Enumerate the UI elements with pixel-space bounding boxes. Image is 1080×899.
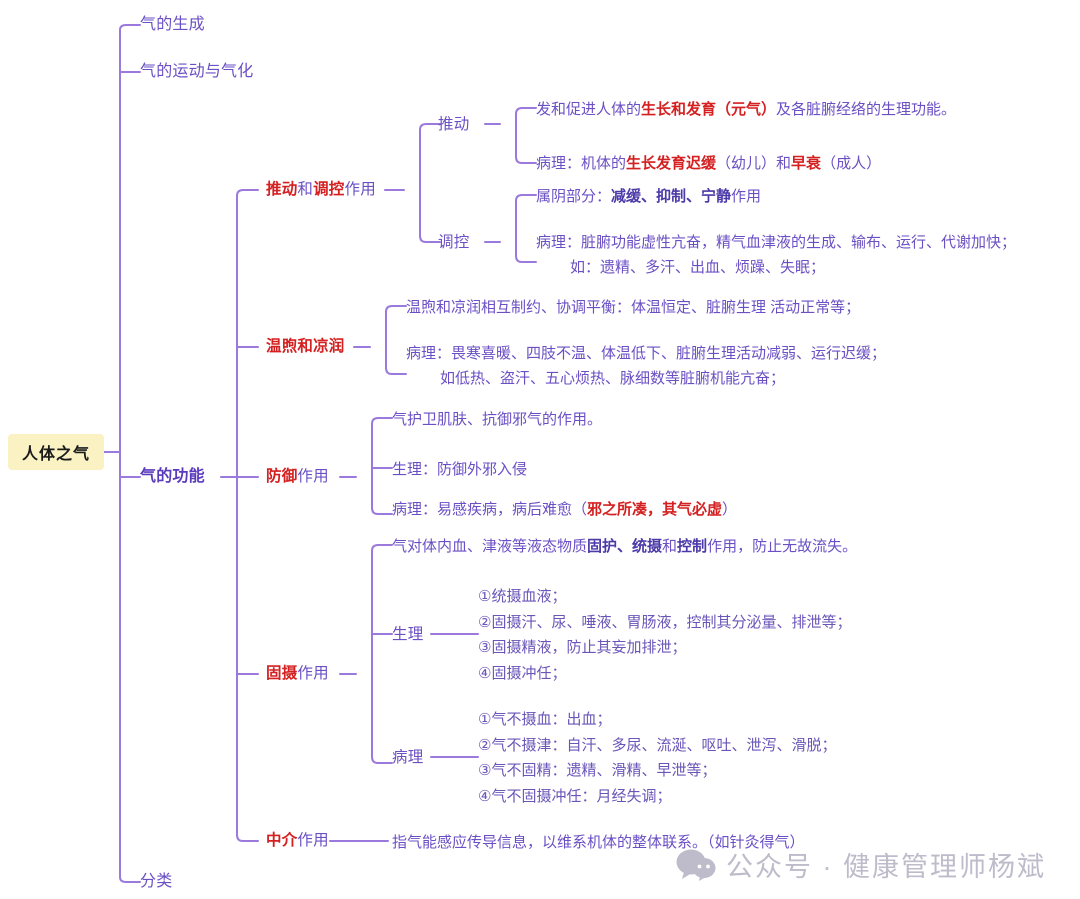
text-run: 气对体内血、津液等液态物质	[392, 538, 588, 555]
label-part-plain: 作用	[297, 468, 329, 485]
leaf-tiaokong-bingli[interactable]: 病理：脏腑功能虚性亢奋，精气血津液的生成、输布、运行、代谢加快； 如：遗精、多汗…	[536, 230, 1016, 280]
text-run-red: 生长发育迟缓	[626, 155, 717, 172]
node-qi-yundong-qihua[interactable]: 气的运动与气化	[140, 61, 253, 84]
label-part-red: 温煦和凉润	[266, 338, 345, 355]
leaf-line: 病理：脏腑功能虚性亢奋，精气血津液的生成、输布、运行、代谢加快；	[536, 230, 1016, 255]
text-run: （成人）	[821, 155, 882, 172]
list-item: ①统摄血液；	[478, 588, 567, 605]
node-qi-shengcheng[interactable]: 气的生成	[140, 14, 205, 37]
node-label: 气的运动与气化	[140, 63, 254, 80]
node-fenlei[interactable]: 分类	[140, 871, 172, 894]
label-part-plain: 作用	[344, 181, 376, 198]
text-run: 和	[662, 538, 678, 555]
node-gushe-shengli[interactable]: 生理	[392, 624, 423, 646]
leaf-line: 气护卫肌肤、抗御邪气的作用。	[392, 407, 602, 432]
node-tiaokong[interactable]: 调控	[438, 232, 469, 254]
text-run: 生理：防御外邪入侵	[392, 461, 528, 478]
text-run: 属阴部分：	[536, 188, 612, 205]
node-label: 调控	[438, 234, 470, 251]
text-run: 温煦和凉润相互制约、协调平衡：体温恒定、脏腑生理 活动正常等；	[406, 299, 861, 316]
node-tuidong[interactable]: 推动	[438, 114, 469, 136]
list-gushe-shengli[interactable]: ①统摄血液； ②固摄汗、尿、唾液、胃肠液，控制其分泌量、排泄等； ③固摄精液，防…	[478, 584, 851, 686]
text-run: 及各脏腑经络的生理功能。	[776, 101, 957, 118]
label-part-red: 推动	[266, 181, 298, 198]
node-gushe-bingli[interactable]: 病理	[392, 747, 423, 769]
leaf-line: 属阴部分：减缓、抑制、宁静作用	[536, 184, 761, 209]
list-gushe-bingli[interactable]: ①气不摄血：出血； ②气不摄津：自汗、多尿、流涎、呕吐、泄泻、滑脱； ③气不固精…	[478, 707, 836, 809]
text-run: 作用	[731, 188, 762, 205]
leaf-fangyu-shengli[interactable]: 生理：防御外邪入侵	[392, 457, 527, 482]
list-item: ④固摄冲任；	[478, 664, 567, 682]
leaf-line: 指气能感应传导信息，以维系机体的整体联系。（如针灸得气）	[392, 830, 805, 855]
node-label: 分类	[140, 873, 173, 890]
list-item: ①气不摄血：出血；	[478, 711, 612, 728]
node-wenxu-liangrun[interactable]: 温煦和凉润	[266, 336, 345, 358]
leaf-fangyu-bingli[interactable]: 病理：易感疾病，病后难愈（邪之所凑，其气必虚）	[392, 497, 737, 522]
node-label: 病理	[392, 749, 424, 766]
text-run: 病理：畏寒喜暖、四肢不温、体温低下、脏腑生理活动减弱、运行迟缓；	[406, 345, 887, 362]
list-item: ④气不固摄冲任：月经失调；	[478, 787, 672, 805]
leaf-line: 发和促进人体的生长和发育（元气）及各脏腑经络的生理功能。	[536, 97, 956, 122]
text-run-bold: 固护、统摄	[587, 538, 663, 555]
text-run: 病理：机体的	[536, 155, 627, 172]
node-label: 气的功能	[140, 468, 205, 485]
label-part-red: 中介	[266, 832, 298, 849]
text-run: 作用，防止无故流失。	[707, 538, 858, 555]
leaf-line: 如低热、盗汗、五心烦热、脉细数等脏腑机能亢奋；	[406, 366, 886, 391]
list-item: ②气不摄津：自汗、多尿、流涎、呕吐、泄泻、滑脱；	[478, 736, 837, 754]
list-item: ③气不固精：遗精、滑精、早泄等；	[478, 762, 717, 779]
text-run-red: 早衰	[791, 155, 822, 172]
node-tuidong-tiaokong[interactable]: 推动和调控作用	[266, 179, 376, 201]
leaf-tiaokong-shuyin[interactable]: 属阴部分：减缓、抑制、宁静作用	[536, 184, 761, 209]
leaf-line: 病理：机体的生长发育迟缓（幼儿）和早衰（成人）	[536, 151, 881, 176]
leaf-line: 气对体内血、津液等液态物质固护、统摄和控制作用，防止无故流失。	[392, 534, 857, 559]
node-label: 推动	[438, 116, 470, 133]
text-run-red: 生长和发育（元气）	[641, 101, 777, 118]
node-qi-gongneng[interactable]: 气的功能	[140, 466, 205, 489]
leaf-line: 如：遗精、多汗、出血、烦躁、失眠；	[536, 255, 1016, 280]
label-part-plain: 作用	[297, 665, 329, 682]
leaf-zhongjie[interactable]: 指气能感应传导信息，以维系机体的整体联系。（如针灸得气）	[392, 830, 805, 855]
node-fangyu[interactable]: 防御作用	[266, 466, 329, 488]
text-run: （幼儿）和	[716, 155, 792, 172]
leaf-line: 病理：畏寒喜暖、四肢不温、体温低下、脏腑生理活动减弱、运行迟缓；	[406, 341, 886, 366]
text-run: 如低热、盗汗、五心烦热、脉细数等脏腑机能亢奋；	[440, 370, 786, 387]
text-run-red: 邪之所凑，其气必虚	[587, 501, 723, 518]
root-node[interactable]: 人体之气	[8, 434, 104, 470]
list-item: ③固摄精液，防止其妄加排泄；	[478, 639, 687, 656]
text-run: 气护卫肌肤、抗御邪气的作用。	[392, 411, 603, 428]
node-label: 气的生成	[140, 16, 205, 33]
text-run: 病理：易感疾病，病后难愈（	[392, 501, 588, 518]
text-run: 如：遗精、多汗、出血、烦躁、失眠；	[570, 259, 826, 276]
leaf-wenxu-bingli[interactable]: 病理：畏寒喜暖、四肢不温、体温低下、脏腑生理活动减弱、运行迟缓； 如低热、盗汗、…	[406, 341, 886, 391]
text-run: 发和促进人体的	[536, 101, 642, 118]
text-run: 指气能感应传导信息，以维系机体的整体联系。（如针灸得气）	[392, 834, 805, 851]
node-zhongjie[interactable]: 中介作用	[266, 830, 329, 852]
leaf-line: 生理：防御外邪入侵	[392, 457, 527, 482]
root-label: 人体之气	[21, 446, 90, 463]
text-run-bold: 控制	[677, 538, 708, 555]
label-part-plain: 和	[297, 181, 314, 198]
leaf-wenxu-shengli[interactable]: 温煦和凉润相互制约、协调平衡：体温恒定、脏腑生理 活动正常等；	[406, 295, 860, 320]
leaf-gushe-intro[interactable]: 气对体内血、津液等液态物质固护、统摄和控制作用，防止无故流失。	[392, 534, 857, 559]
list-item: ②固摄汗、尿、唾液、胃肠液，控制其分泌量、排泄等；	[478, 613, 852, 631]
leaf-line: 温煦和凉润相互制约、协调平衡：体温恒定、脏腑生理 活动正常等；	[406, 295, 860, 320]
label-part-red: 固摄	[266, 665, 298, 682]
leaf-fangyu-intro[interactable]: 气护卫肌肤、抗御邪气的作用。	[392, 407, 602, 432]
leaf-line: 病理：易感疾病，病后难愈（邪之所凑，其气必虚）	[392, 497, 737, 522]
leaf-tuidong-shengli[interactable]: 发和促进人体的生长和发育（元气）及各脏腑经络的生理功能。	[536, 97, 956, 122]
text-run-bold: 减缓、抑制、宁静	[611, 188, 732, 205]
label-part-plain: 作用	[297, 832, 329, 849]
node-gushe[interactable]: 固摄作用	[266, 663, 329, 685]
text-run: 病理：脏腑功能虚性亢奋，精气血津液的生成、输布、运行、代谢加快；	[536, 234, 1017, 251]
leaf-tuidong-bingli[interactable]: 病理：机体的生长发育迟缓（幼儿）和早衰（成人）	[536, 151, 881, 176]
node-label: 生理	[392, 626, 424, 643]
label-part-red: 调控	[313, 181, 345, 198]
text-run: ）	[722, 501, 738, 518]
label-part-red: 防御	[266, 468, 298, 485]
